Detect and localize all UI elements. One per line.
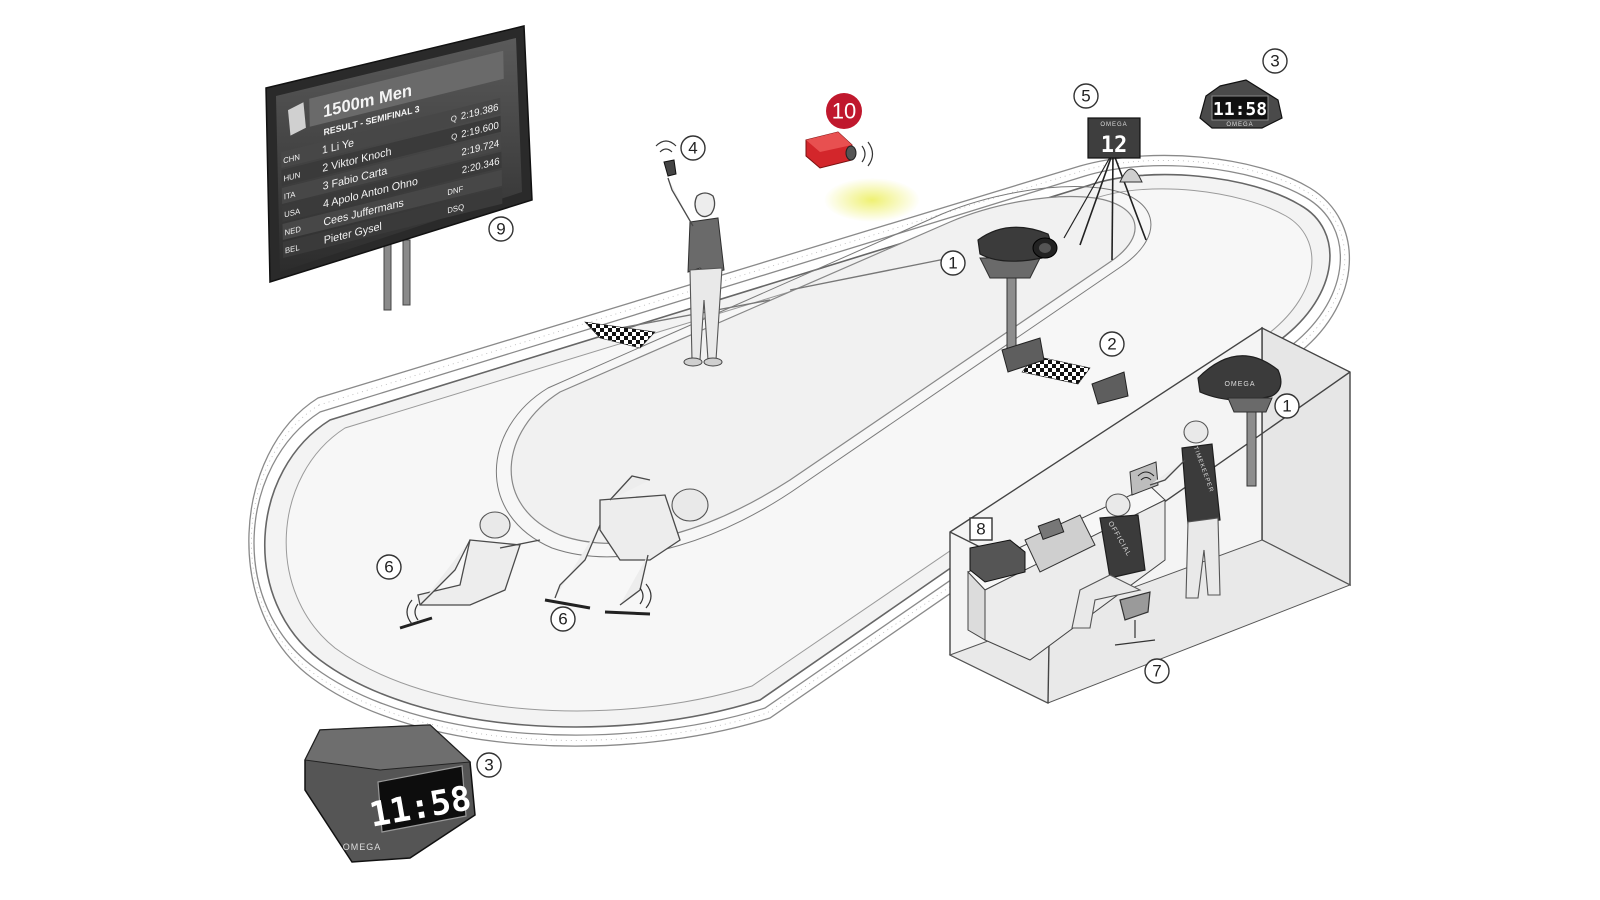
svg-text:10: 10 — [832, 99, 856, 124]
svg-text:3: 3 — [484, 756, 493, 775]
lap-counter: OMEGA 12 — [1063, 117, 1147, 261]
lane-marking — [609, 299, 771, 331]
skater-right — [544, 475, 709, 616]
skater-left — [399, 511, 541, 630]
photo-finish-camera-track — [977, 226, 1129, 405]
callout-1-track: 1 — [940, 250, 966, 276]
timer-display-small: 11:58 OMEGA — [1199, 79, 1283, 129]
clock-screen-large — [377, 765, 467, 833]
lap-counter-box — [1087, 117, 1141, 159]
sensor-signal-icon — [639, 583, 652, 609]
scoreboard-row-band — [281, 97, 501, 168]
outer-railing — [253, 165, 1342, 736]
finish-line-checker — [1021, 355, 1091, 385]
svg-text:7: 7 — [1152, 662, 1161, 681]
clock-brand-small: OMEGA — [1226, 122, 1253, 128]
sensor-signal-icon — [406, 599, 419, 625]
skate-blade — [399, 616, 433, 630]
skate-blade — [544, 598, 591, 610]
row-badge: Q — [451, 114, 457, 124]
finish-line-checker — [584, 321, 656, 349]
photocell-sensor — [1091, 371, 1129, 405]
row-badge: DSQ — [447, 202, 464, 215]
inner-track-edge — [495, 186, 1152, 558]
callout-2: 2 — [1099, 331, 1125, 357]
callout-10: 10 — [826, 93, 862, 129]
clock-time-small: 11:58 — [1213, 99, 1267, 120]
svg-text:8: 8 — [976, 520, 985, 539]
booth-floor — [948, 539, 1352, 704]
starting-gun-icon — [663, 159, 677, 177]
row-country: USA — [284, 206, 301, 219]
callout-3-bottom: 3 — [476, 752, 502, 778]
callout-7: 7 — [1144, 658, 1170, 684]
svg-text:6: 6 — [384, 558, 393, 577]
signal-waves-icon — [861, 141, 874, 167]
callout-8: 8 — [969, 517, 993, 541]
clock-screen-small — [1211, 95, 1269, 121]
row-badge: Q — [451, 132, 457, 142]
photocell-sensor — [1001, 337, 1045, 373]
timer-display-large: 11:58 OMEGA — [304, 724, 476, 863]
callout-6-left: 6 — [376, 554, 402, 580]
starting-pistol-sensor — [805, 131, 920, 222]
scoreboard-row-band — [282, 151, 502, 222]
svg-text:6: 6 — [558, 610, 567, 629]
lane-marking — [789, 257, 951, 291]
svg-text:9: 9 — [496, 220, 505, 239]
skate-blade — [604, 610, 651, 616]
camera-brand: OMEGA — [1224, 381, 1255, 388]
svg-text:2: 2 — [1107, 335, 1116, 354]
control-panel — [1024, 514, 1096, 573]
timing-console — [969, 539, 1026, 583]
bell-icon — [1119, 168, 1143, 183]
callout-4: 4 — [680, 135, 706, 161]
callout-3-top: 3 — [1262, 48, 1288, 74]
skater-logo-icon — [288, 102, 306, 136]
office-chair — [1114, 591, 1156, 646]
row-country: NED — [285, 224, 302, 237]
scoreboard-row-band — [281, 133, 502, 204]
scoreboard-row-band — [282, 187, 503, 258]
callout-1-booth: 1 — [1274, 393, 1300, 419]
sensor-beam — [824, 178, 920, 222]
svg-text:5: 5 — [1081, 87, 1090, 106]
inner-track — [510, 195, 1136, 544]
laptop — [1129, 461, 1159, 496]
lap-counter-value: 12 — [1101, 133, 1128, 158]
scoreboard-row-band — [282, 169, 503, 240]
wifi-icon — [1137, 471, 1155, 481]
row-country: CHN — [283, 152, 300, 165]
outer-railing-top — [248, 154, 1350, 747]
row-country: ITA — [284, 190, 296, 202]
row-country: HUN — [283, 170, 300, 183]
starter-official — [655, 140, 725, 367]
row-country: BEL — [285, 243, 300, 256]
svg-text:1: 1 — [948, 254, 957, 273]
row-badge: DNF — [447, 184, 463, 197]
callout-5: 5 — [1073, 83, 1099, 109]
callouts: 1 1 2 3 3 4 5 6 6 7 8 9 10 — [376, 48, 1300, 778]
scoreboard-row-band — [281, 115, 501, 186]
svg-text:4: 4 — [688, 139, 697, 158]
callout-9: 9 — [488, 216, 514, 242]
clock-brand-large: OMEGA — [343, 842, 382, 852]
callout-6-right: 6 — [550, 606, 576, 632]
timing-booth: OFFICIAL TIMEKEEPER OMEGA — [948, 326, 1352, 704]
svg-text:3: 3 — [1270, 52, 1279, 71]
lap-counter-brand: OMEGA — [1100, 122, 1127, 128]
svg-text:1: 1 — [1282, 397, 1291, 416]
rink — [248, 154, 1350, 747]
